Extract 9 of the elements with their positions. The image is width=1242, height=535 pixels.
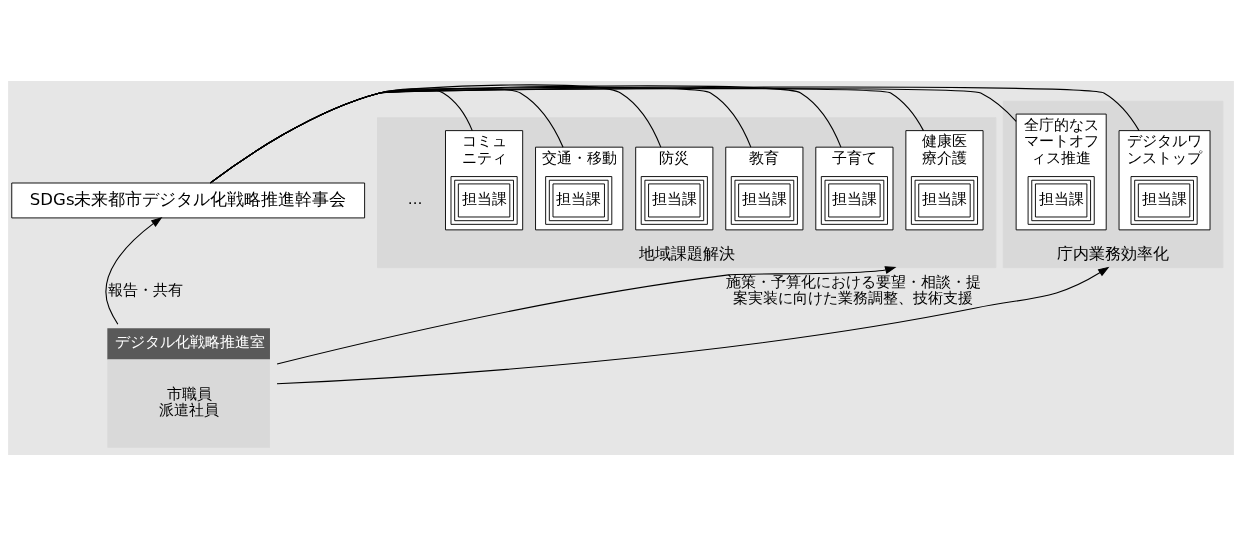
edge-label: 施策・予算化における要望・相談・提案実装に向けた業務調整、技術支援 — [725, 272, 981, 306]
arrow — [276, 265, 897, 365]
node-box: 担当課 — [1130, 175, 1198, 225]
node-box: 担当課 — [450, 175, 518, 225]
label: … — [407, 189, 423, 207]
arrow — [105, 216, 163, 325]
node-box: SDGs未来都市デジタル化戦略推進幹事会 — [11, 182, 366, 218]
edge-label: 報告・共有 — [107, 280, 183, 298]
arrow — [276, 266, 1110, 384]
